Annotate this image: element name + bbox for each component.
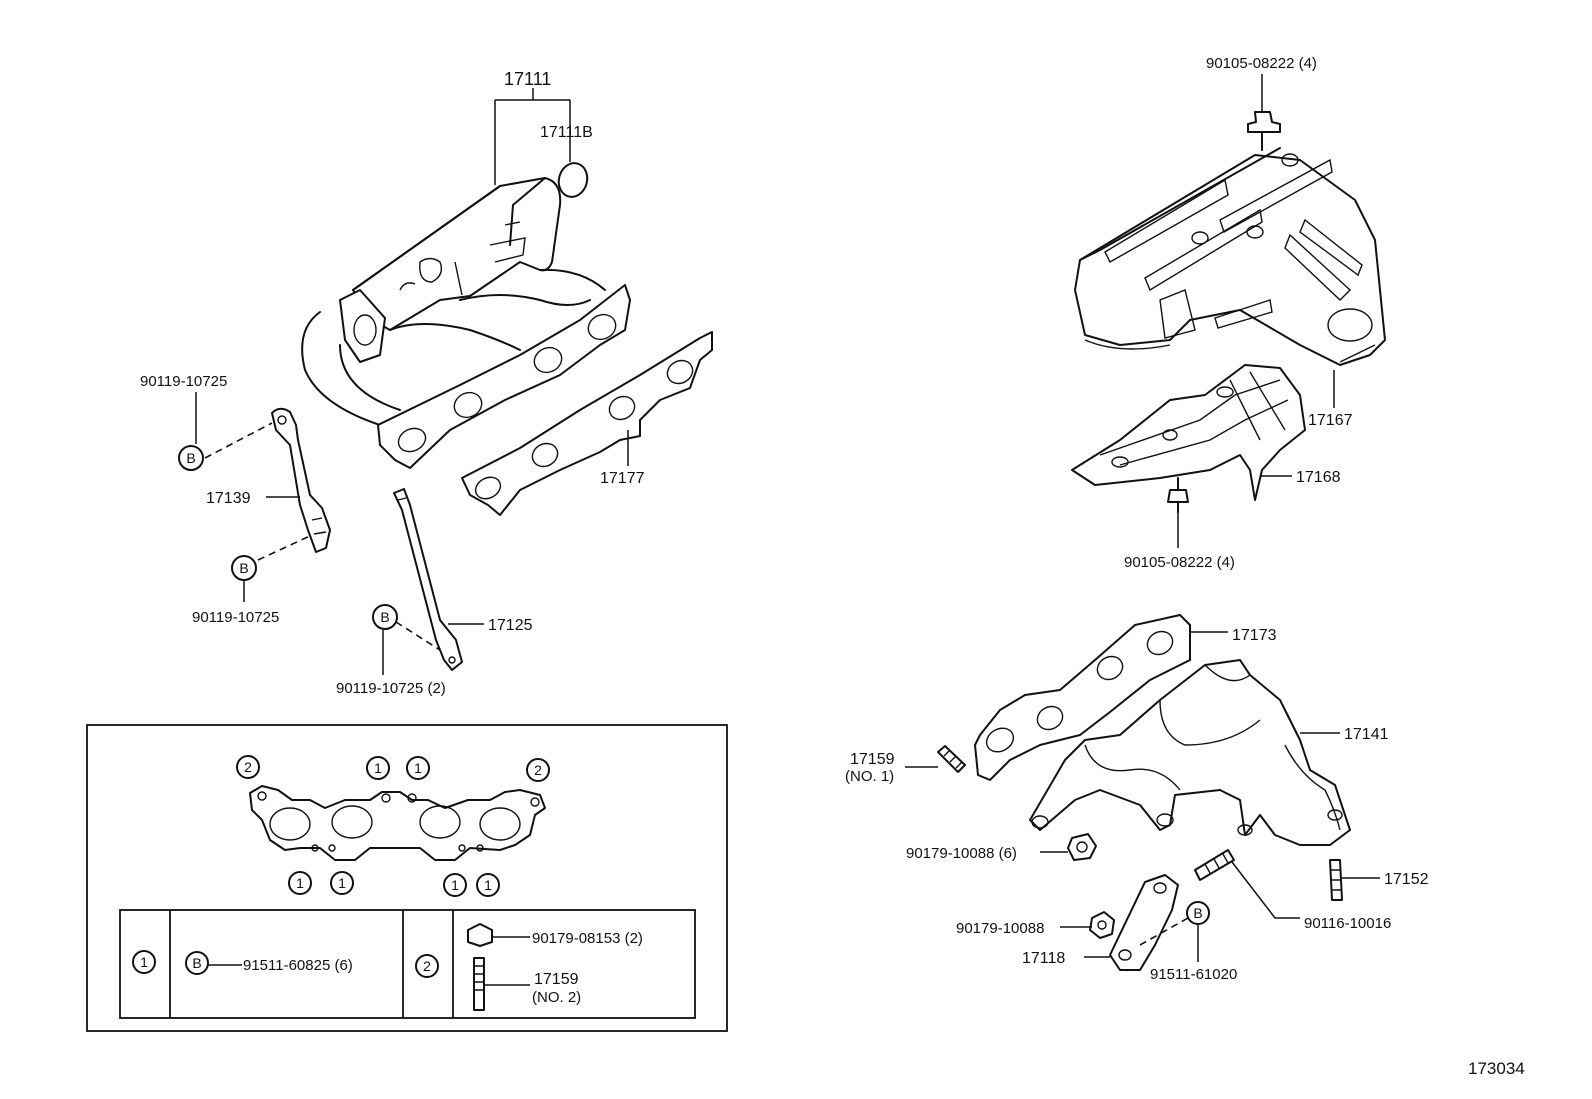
callout-91511-61020: 91511-61020: [1150, 966, 1237, 983]
legend-part-90179-08153: 90179-08153 (2): [532, 930, 643, 947]
legend-b-mark: B: [185, 951, 209, 975]
bolt-90105-top: [1247, 111, 1281, 151]
legend-table: 1 B 91511-60825 (6) 2 90179-08153 (2) 17…: [119, 909, 696, 1019]
circle-b-1: B: [178, 445, 204, 471]
legend-nut-icon: [467, 923, 493, 947]
circle-1-bottom-a: 1: [288, 871, 312, 895]
callout-17139: 17139: [206, 490, 251, 507]
circle-1-top-b: 1: [406, 756, 430, 780]
callout-17177: 17177: [600, 470, 645, 487]
stud-17152: [1329, 859, 1343, 901]
svg-text:1: 1: [451, 877, 459, 893]
callout-17118: 17118: [1022, 950, 1065, 967]
callout-90119-top-left: 90119-10725: [140, 373, 227, 390]
callout-17159-no1: 17159: [850, 751, 895, 768]
bracket-17139: [271, 407, 331, 553]
svg-text:B: B: [192, 955, 201, 971]
circle-b-4: B: [1186, 901, 1210, 925]
svg-text:2: 2: [423, 958, 431, 974]
legend-key-1: 1: [132, 950, 156, 974]
svg-text:1: 1: [374, 760, 382, 776]
circle-1-bottom-c: 1: [443, 873, 467, 897]
svg-text:1: 1: [140, 954, 148, 970]
svg-text:1: 1: [414, 760, 422, 776]
callout-17111B: 17111B: [540, 124, 593, 141]
nut-90179-6: [1067, 833, 1097, 861]
bolt-90105-bottom: [1167, 477, 1189, 513]
gasket-17173: [974, 614, 1191, 781]
gasket-17177: [461, 331, 713, 516]
svg-text:B: B: [380, 609, 389, 625]
heat-insulator-17168: [1071, 364, 1306, 501]
circle-b-marks: B B B B: [178, 445, 1210, 925]
bracket-17118: [1109, 874, 1179, 971]
callouts: 17111 17111B 90119-10725 17139 90119-107…: [140, 55, 1525, 1078]
circle-1-top-a: 1: [366, 756, 390, 780]
svg-text:2: 2: [534, 762, 542, 778]
exhaust-manifold-17141: [1029, 659, 1351, 846]
svg-text:1: 1: [484, 877, 492, 893]
circle-b-3: B: [372, 604, 398, 630]
callout-17168: 17168: [1296, 469, 1341, 486]
legend-part-17159: 17159: [534, 971, 579, 988]
b-markers-left: [204, 422, 441, 651]
callout-17173: 17173: [1232, 627, 1277, 644]
heat-insulator-17167: [1074, 147, 1386, 366]
callout-17141: 17141: [1344, 726, 1389, 743]
callout-17167: 17167: [1308, 412, 1353, 429]
callout-90116: 90116-10016: [1304, 915, 1391, 932]
detail-box: 2 1 1 2 1 1 1 1: [86, 724, 728, 1032]
figure-number: 173034: [1468, 1059, 1525, 1078]
svg-text:B: B: [239, 560, 248, 576]
callout-17125: 17125: [488, 617, 533, 634]
circle-2-right: 2: [526, 758, 550, 782]
circle-b-2: B: [231, 555, 257, 581]
legend-key-2: 2: [415, 954, 439, 978]
callout-90179: 90179-10088: [956, 920, 1044, 937]
svg-text:B: B: [1193, 905, 1202, 921]
stud-17159-no1: [937, 745, 966, 773]
svg-text:1: 1: [338, 875, 346, 891]
svg-text:B: B: [186, 450, 195, 466]
svg-text:2: 2: [244, 759, 252, 775]
legend-part-17159-no2: (NO. 2): [532, 989, 581, 1006]
nut-90179: [1089, 911, 1115, 939]
callout-90105-bottom: 90105-08222 (4): [1124, 554, 1235, 571]
callout-17111: 17111: [504, 69, 551, 89]
legend-part-91511-60825: 91511-60825 (6): [243, 957, 353, 974]
callout-90105-top: 90105-08222 (4): [1206, 55, 1317, 72]
callout-17152: 17152: [1384, 871, 1429, 888]
stud-90116: [1194, 849, 1235, 881]
manifold-17111: [301, 162, 631, 469]
leader-lines: [195, 74, 1380, 962]
circle-2-left: 2: [236, 755, 260, 779]
callout-17159-no1-sub: (NO. 1): [845, 768, 894, 785]
circle-1-bottom-b: 1: [330, 871, 354, 895]
callout-90119-bottom-left: 90119-10725: [192, 609, 279, 626]
circle-1-bottom-d: 1: [476, 873, 500, 897]
stay-17125: [393, 488, 463, 671]
callout-90119-2: 90119-10725 (2): [336, 680, 446, 697]
legend-stud-icon: [473, 957, 485, 1011]
svg-text:1: 1: [296, 875, 304, 891]
callout-90179-6: 90179-10088 (6): [906, 845, 1017, 862]
